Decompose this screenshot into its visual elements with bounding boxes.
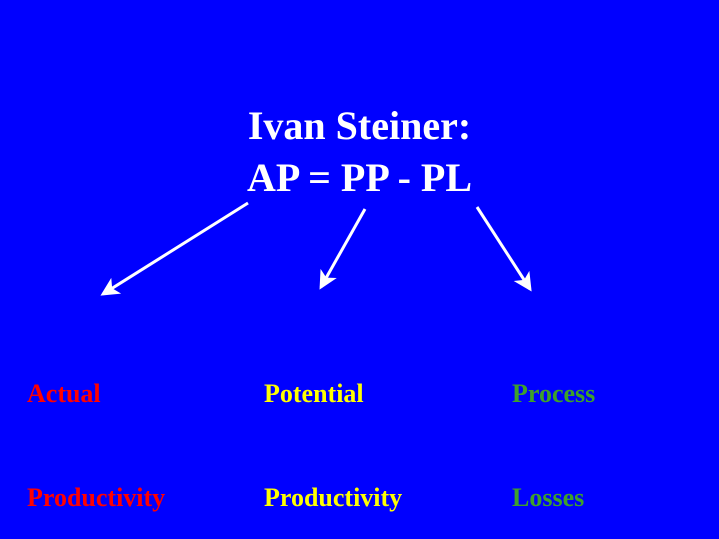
label-potential-productivity-line-2: Productivity [264, 482, 403, 512]
arrow-to-potential-productivity [319, 208, 367, 290]
label-actual-productivity: Actual Productivity of the Group [27, 308, 170, 539]
arrow-to-actual-productivity [100, 201, 249, 296]
label-process-losses-line-1: Process [512, 379, 596, 408]
arrow-to-process-losses [475, 206, 532, 292]
slide-title: Ivan Steiner: AP = PP - PL [0, 100, 719, 204]
label-potential-productivity: Potential Productivity of the Group [264, 308, 407, 539]
label-actual-productivity-line-1: Actual [27, 379, 101, 408]
label-process-losses: Process Losses [512, 308, 595, 539]
slide-title-line-2: AP = PP - PL [247, 155, 472, 200]
label-actual-productivity-line-2: Productivity [27, 482, 166, 512]
slide-title-line-1: Ivan Steiner: [247, 103, 472, 148]
label-process-losses-line-2: Losses [512, 482, 585, 512]
label-potential-productivity-line-1: Potential [264, 379, 364, 408]
